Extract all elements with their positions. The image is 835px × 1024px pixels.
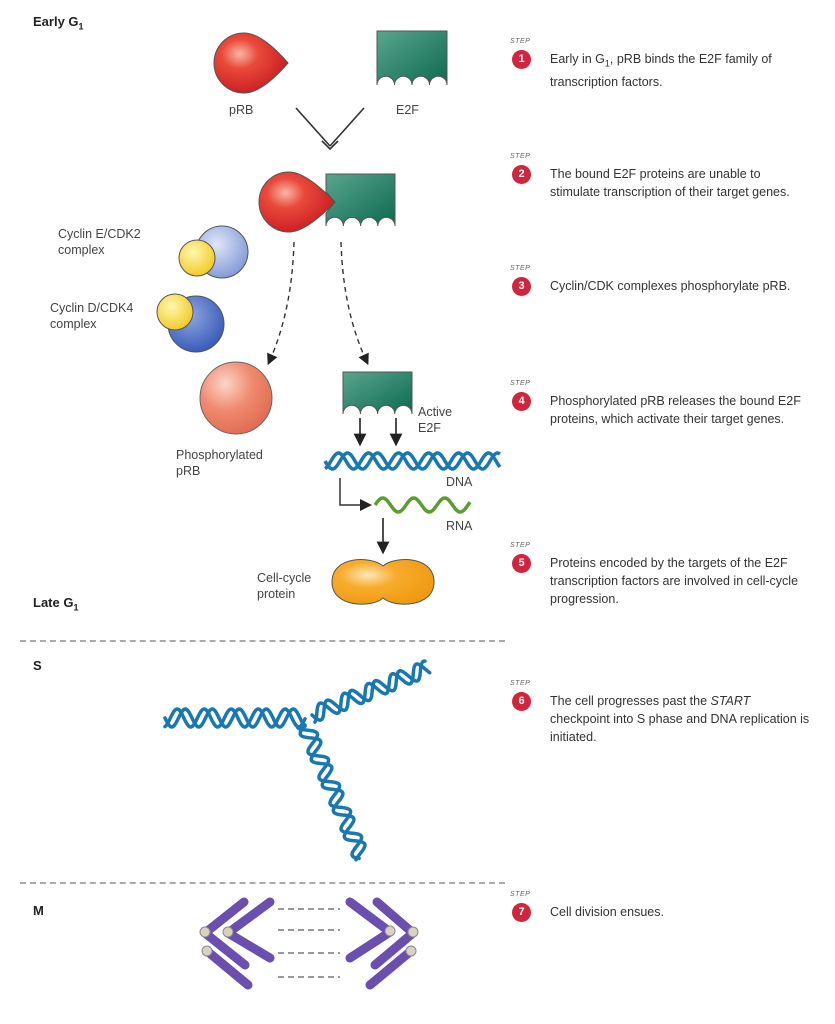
step-text-subscript: 1 — [604, 58, 610, 69]
label-line: pRB — [176, 464, 201, 478]
label-line: E2F — [418, 421, 441, 435]
label-cyclin-e-cdk2: Cyclin E/CDK2 complex — [58, 226, 141, 258]
label-line: Cell-cycle — [257, 571, 312, 585]
cell-cycle-protein — [331, 559, 435, 605]
spindle-lines — [278, 908, 340, 978]
centromeres — [199, 925, 419, 957]
step-text-part: Early in G — [550, 52, 605, 66]
label-rna: RNA — [446, 519, 473, 533]
dna-helix — [323, 451, 502, 471]
phase-label-late-g1: Late G1 — [33, 595, 78, 613]
phase-label-s: S — [33, 658, 42, 673]
label-line: complex — [50, 317, 97, 331]
step-text: The cell progresses past the START check… — [550, 692, 810, 746]
step-tag: STEP — [510, 265, 531, 272]
step-text-part: The cell progresses past the — [550, 694, 711, 708]
label-line: Cyclin E/CDK2 — [58, 227, 141, 241]
step-number-badge: 1 — [512, 50, 531, 69]
cyclin-e-cdk2-complex — [178, 225, 249, 279]
prb-protein — [213, 32, 289, 94]
step-tag: STEP — [510, 891, 531, 898]
step-text-part: , pRB binds the E2F family of transcript… — [550, 52, 772, 89]
rna-strand — [373, 496, 472, 514]
transcription-arrow — [339, 478, 372, 511]
phase-label-text: Early G — [33, 14, 79, 29]
step-text-part: checkpoint into S phase and DNA replicat… — [550, 712, 810, 744]
phase-label-early-g1: Early G1 — [33, 14, 84, 32]
step-text: Early in G1, pRB binds the E2F family of… — [550, 50, 810, 91]
step-tag: STEP — [510, 380, 531, 387]
step-text-emphasis: START — [710, 694, 751, 708]
step-tag: STEP — [510, 38, 531, 45]
step-tag: STEP — [510, 542, 531, 549]
label-line: protein — [257, 587, 296, 601]
step-text: The bound E2F proteins are unable to sti… — [550, 167, 790, 199]
step-text: Cyclin/CDK complexes phosphorylate pRB. — [550, 279, 791, 293]
phase-label-m: M — [33, 903, 44, 918]
phase-label-text: Late G — [33, 595, 74, 610]
step-number-badge: 6 — [512, 692, 531, 711]
label-cyclin-d-cdk4: Cyclin D/CDK4 complex — [50, 300, 133, 332]
step-tag: STEP — [510, 153, 531, 160]
step-text: Phosphorylated pRB releases the bound E2… — [550, 394, 801, 426]
step-number-badge: 2 — [512, 165, 531, 184]
binding-arrow — [295, 107, 365, 151]
step-number-badge: 4 — [512, 392, 531, 411]
replication-fork — [163, 659, 432, 862]
step-tag: STEP — [510, 680, 531, 687]
step-number-badge: 5 — [512, 554, 531, 573]
label-dna: DNA — [446, 475, 473, 489]
step-number-badge: 7 — [512, 903, 531, 922]
step-text: Proteins encoded by the targets of the E… — [550, 556, 799, 606]
label-cell-cycle-protein: Cell-cycle protein — [257, 570, 311, 602]
release-arrows — [267, 241, 369, 366]
label-phosphorylated-prb: Phosphorylated pRB — [176, 447, 263, 479]
e2f-protein — [376, 30, 448, 86]
label-line: Phosphorylated — [176, 448, 263, 462]
phosphorylated-prb — [199, 361, 273, 435]
label-line: Cyclin D/CDK4 — [50, 301, 134, 315]
phase-divider-late-g1-s — [20, 640, 505, 642]
cyclin-d-cdk4-complex — [156, 293, 225, 353]
label-e2f: E2F — [396, 103, 419, 117]
label-prb: pRB — [229, 103, 254, 117]
label-line: Active — [418, 405, 453, 419]
dividing-chromosomes — [200, 897, 418, 990]
phase-divider-s-m — [20, 882, 505, 884]
prb-e2f-complex — [258, 171, 396, 233]
label-line: complex — [58, 243, 105, 257]
active-e2f-protein — [342, 371, 413, 447]
phase-label-subscript: 1 — [78, 21, 84, 32]
phase-label-subscript: 1 — [73, 602, 79, 613]
step-text: Cell division ensues. — [550, 905, 664, 919]
step-number-badge: 3 — [512, 277, 531, 296]
